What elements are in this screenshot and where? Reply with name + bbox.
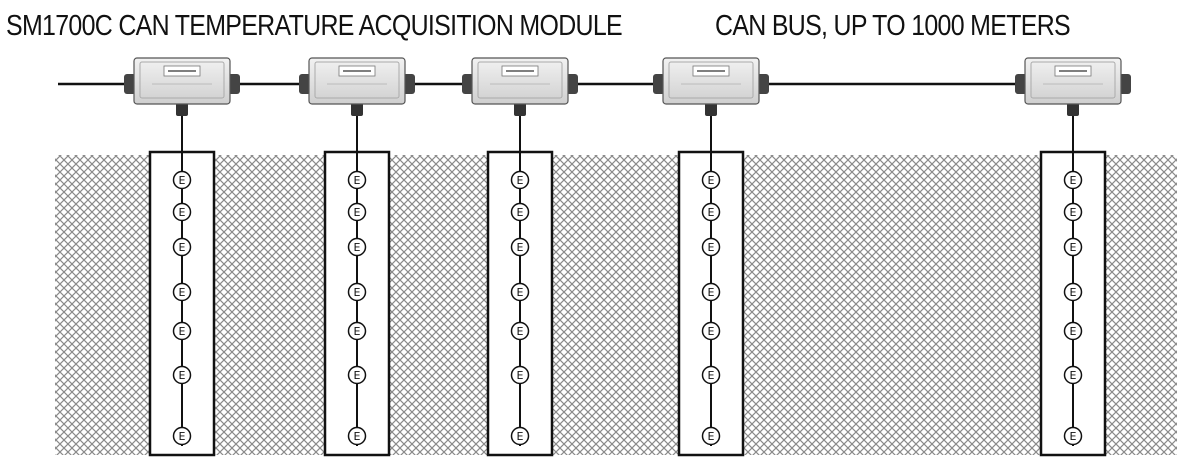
svg-text:E: E <box>179 325 186 338</box>
svg-text:E: E <box>354 369 361 382</box>
temperature-sensor-icon: E <box>510 321 530 341</box>
temperature-sensor-icon: E <box>701 170 721 190</box>
acquisition-module-1: E E E E E E E <box>124 57 240 457</box>
temperature-sensor-icon: E <box>1063 321 1083 341</box>
temperature-sensor-icon: E <box>510 237 530 257</box>
temperature-sensor-icon: E <box>172 202 192 222</box>
temperature-sensor-icon: E <box>1063 365 1083 385</box>
junction-box-icon <box>133 57 231 105</box>
svg-text:E: E <box>1070 286 1077 299</box>
acquisition-module-2: E E E E E E E <box>299 57 415 457</box>
right-gland <box>228 74 240 94</box>
temperature-sensor-icon: E <box>701 237 721 257</box>
svg-text:E: E <box>1070 206 1077 219</box>
temperature-sensor-icon: E <box>1063 170 1083 190</box>
svg-text:E: E <box>708 325 715 338</box>
left-gland <box>462 74 474 94</box>
right-gland <box>1119 74 1131 94</box>
left-gland <box>299 74 311 94</box>
junction-box-icon <box>1024 57 1122 105</box>
temperature-sensor-icon: E <box>347 170 367 190</box>
temperature-sensor-icon: E <box>172 321 192 341</box>
right-gland <box>757 74 769 94</box>
svg-text:E: E <box>517 286 524 299</box>
svg-text:E: E <box>179 241 186 254</box>
svg-text:E: E <box>179 286 186 299</box>
svg-text:E: E <box>354 286 361 299</box>
ground-area <box>55 155 1177 455</box>
temperature-sensor-icon: E <box>510 170 530 190</box>
temperature-sensor-icon: E <box>510 202 530 222</box>
svg-text:E: E <box>517 206 524 219</box>
svg-text:E: E <box>517 241 524 254</box>
svg-text:E: E <box>708 206 715 219</box>
junction-box-icon <box>308 57 406 105</box>
temperature-sensor-icon: E <box>347 426 367 446</box>
temperature-sensor-icon: E <box>701 426 721 446</box>
temperature-sensor-icon: E <box>347 365 367 385</box>
svg-text:E: E <box>179 174 186 187</box>
bus-title: CAN BUS, UP TO 1000 METERS <box>715 10 1071 42</box>
left-gland <box>653 74 665 94</box>
temperature-sensor-icon: E <box>510 365 530 385</box>
temperature-sensor-icon: E <box>1063 426 1083 446</box>
junction-box-icon <box>662 57 760 105</box>
junction-box-icon <box>471 57 569 105</box>
svg-text:E: E <box>1070 430 1077 443</box>
svg-text:E: E <box>1070 241 1077 254</box>
svg-text:E: E <box>1070 369 1077 382</box>
svg-text:E: E <box>354 206 361 219</box>
temperature-sensor-icon: E <box>347 202 367 222</box>
svg-text:E: E <box>179 206 186 219</box>
right-gland <box>403 74 415 94</box>
temperature-sensor-icon: E <box>701 282 721 302</box>
temperature-sensor-icon: E <box>701 321 721 341</box>
svg-text:E: E <box>354 325 361 338</box>
svg-text:E: E <box>354 241 361 254</box>
temperature-sensor-icon: E <box>1063 202 1083 222</box>
temperature-sensor-icon: E <box>172 282 192 302</box>
temperature-sensor-icon: E <box>172 170 192 190</box>
svg-text:E: E <box>354 174 361 187</box>
svg-text:E: E <box>1070 174 1077 187</box>
svg-text:E: E <box>708 430 715 443</box>
svg-text:E: E <box>708 369 715 382</box>
temperature-sensor-icon: E <box>172 426 192 446</box>
temperature-sensor-icon: E <box>510 282 530 302</box>
module-title: SM1700C CAN TEMPERATURE ACQUISITION MODU… <box>6 10 623 42</box>
temperature-sensor-icon: E <box>510 426 530 446</box>
temperature-sensor-icon: E <box>347 321 367 341</box>
temperature-sensor-icon: E <box>347 237 367 257</box>
svg-text:E: E <box>517 325 524 338</box>
svg-text:E: E <box>517 430 524 443</box>
svg-text:E: E <box>179 430 186 443</box>
temperature-sensor-icon: E <box>701 202 721 222</box>
left-gland <box>1015 74 1027 94</box>
right-gland <box>566 74 578 94</box>
temperature-sensor-icon: E <box>1063 237 1083 257</box>
svg-text:E: E <box>1070 325 1077 338</box>
svg-text:E: E <box>179 369 186 382</box>
svg-text:E: E <box>708 241 715 254</box>
svg-text:E: E <box>708 286 715 299</box>
temperature-sensor-icon: E <box>172 365 192 385</box>
acquisition-module-3: E E E E E E E <box>462 57 578 457</box>
temperature-sensor-icon: E <box>1063 282 1083 302</box>
svg-text:E: E <box>354 430 361 443</box>
svg-text:E: E <box>708 174 715 187</box>
svg-text:E: E <box>517 174 524 187</box>
temperature-sensor-icon: E <box>347 282 367 302</box>
svg-text:E: E <box>517 369 524 382</box>
modules-layer: E E E E E E E E E E E E E E E E E E E E E E E E E E E E E E E E E E E <box>124 57 1131 457</box>
acquisition-module-4: E E E E E E E <box>653 57 769 457</box>
temperature-sensor-icon: E <box>172 237 192 257</box>
left-gland <box>124 74 136 94</box>
acquisition-module-5: E E E E E E E <box>1015 57 1131 457</box>
temperature-sensor-icon: E <box>701 365 721 385</box>
